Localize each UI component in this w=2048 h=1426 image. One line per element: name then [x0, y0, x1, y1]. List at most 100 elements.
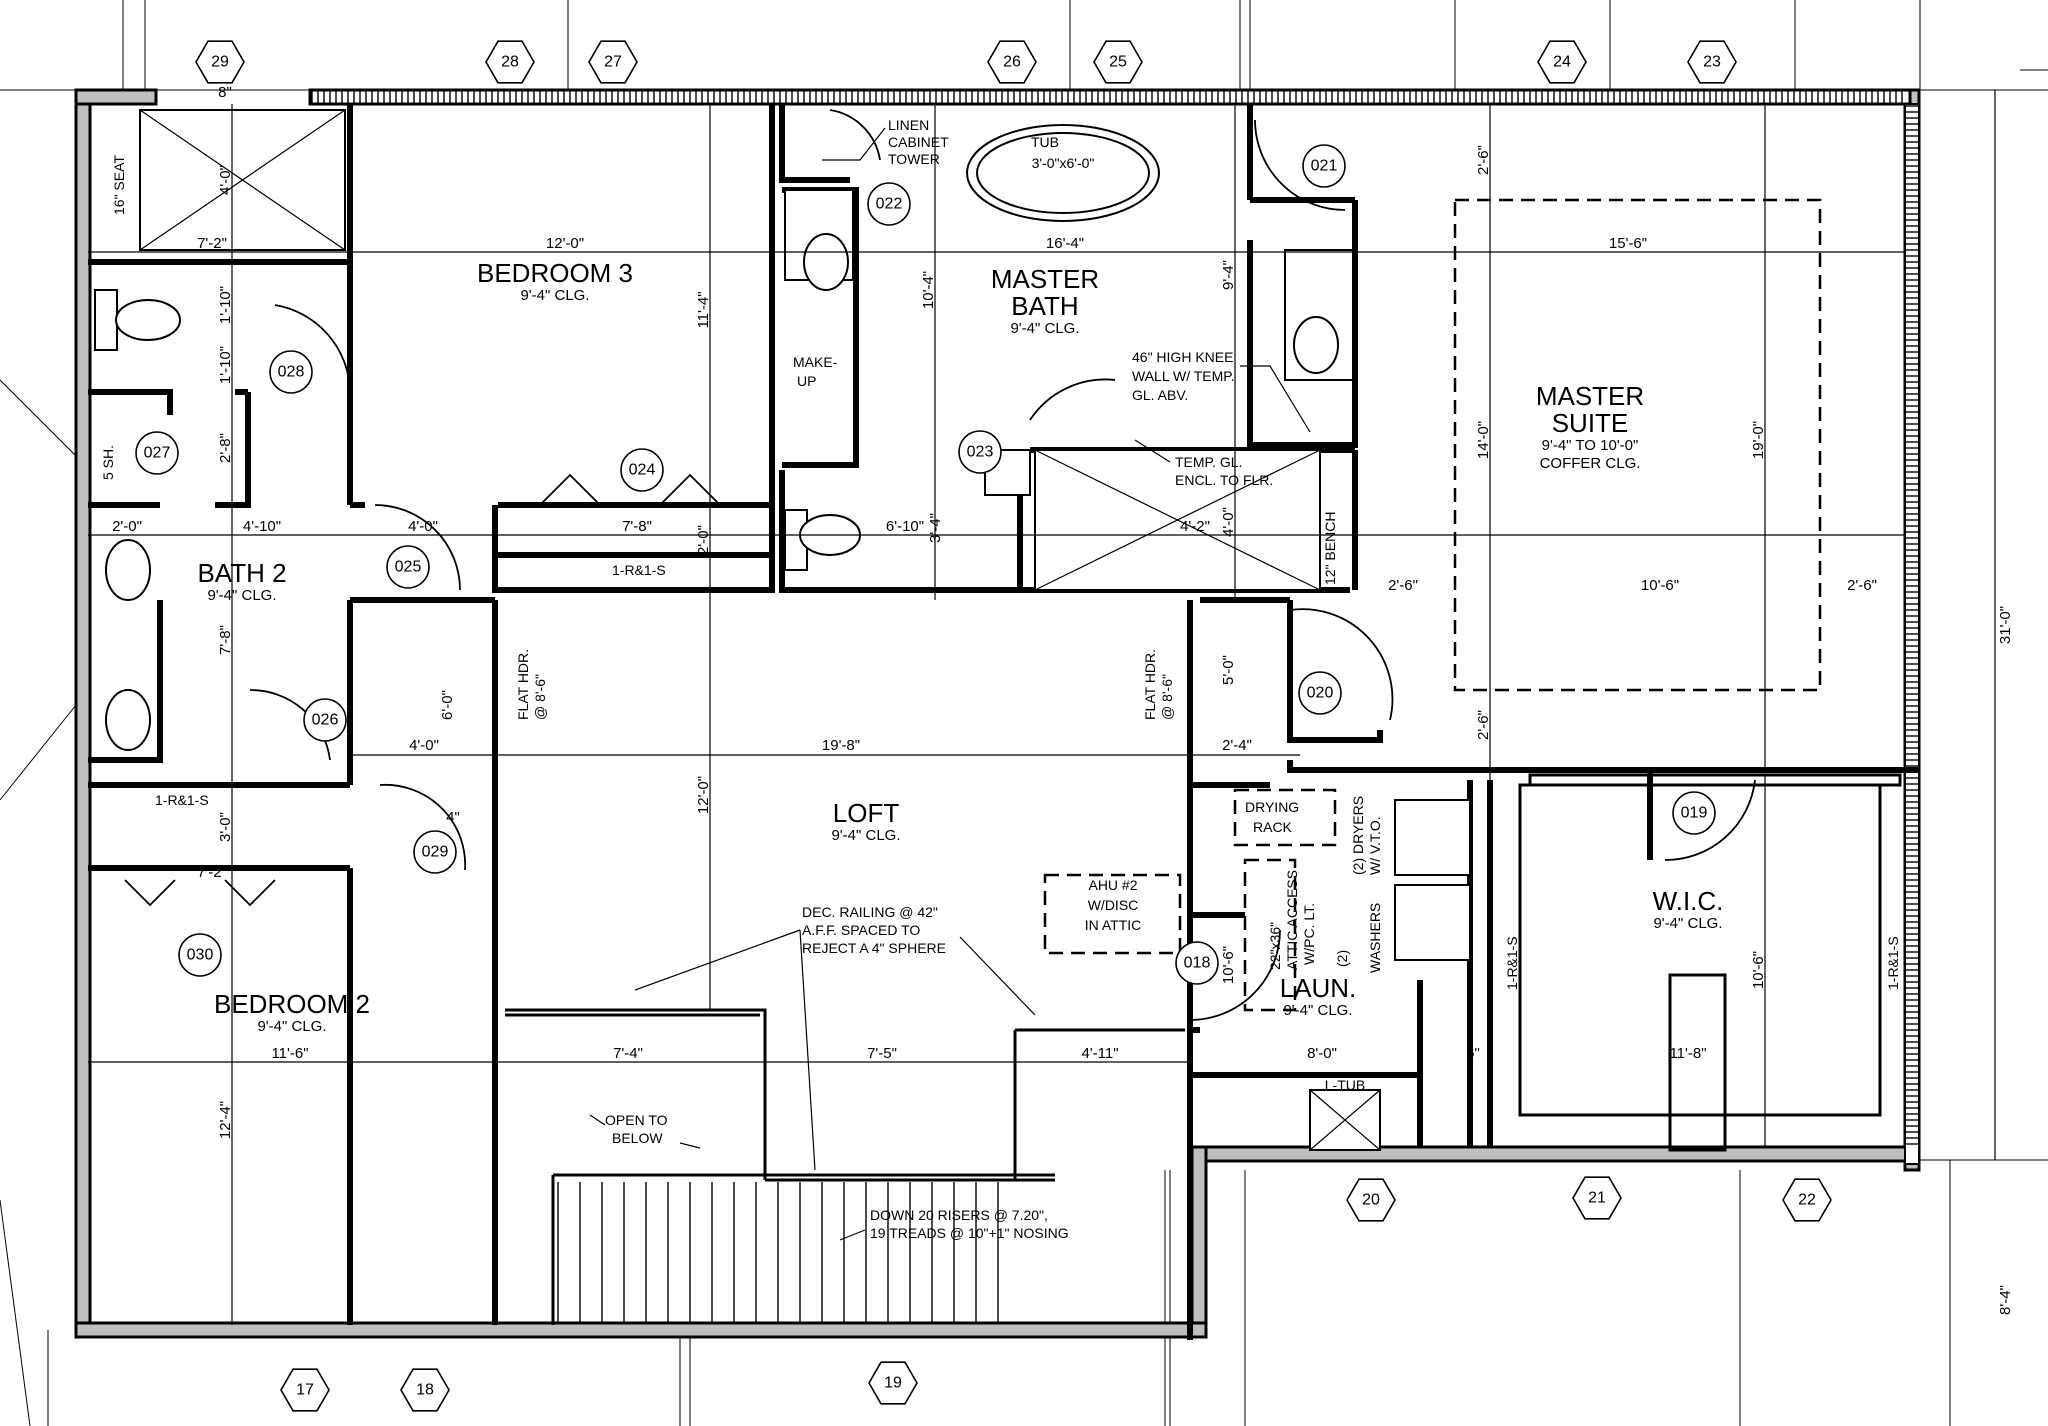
room-bedroom3-clg: 9'-4" CLG. [520, 287, 589, 304]
dim-8-4: 8'-4" [1997, 1285, 2014, 1315]
note-knee-1: 46" HIGH KNEE [1132, 349, 1233, 365]
dim-7-2-top: 7'-2" [197, 235, 227, 252]
door-tag-020-label: 020 [1307, 685, 1334, 702]
dim-11-4: 11'-4" [695, 291, 712, 328]
door-tag-026 [303, 698, 347, 742]
room-bath2-name: BATH 2 [197, 558, 286, 588]
grid-tag-hexagon [195, 40, 245, 84]
dim-2-4: 2'-4" [1222, 737, 1252, 754]
door-tag-025-label: 025 [395, 559, 422, 576]
dim-11-6: 11'-6" [271, 1045, 308, 1062]
room-bedroom3-name: BEDROOM 3 [477, 258, 633, 288]
note-temp-2: ENCL. TO FLR. [1175, 472, 1273, 488]
dim-9-4: 9'-4" [1220, 260, 1237, 290]
grid-tag-hexagon [588, 40, 638, 84]
note-temp-1: TEMP. GL. [1175, 454, 1242, 470]
note-bench: 12" BENCH [1322, 512, 1338, 585]
dim-12-4: 12'-4" [217, 1101, 234, 1139]
dim-2-6-mid: 2'-6" [1388, 577, 1418, 594]
grid-tag-label: 17 [296, 1382, 314, 1399]
dim-31-0: 31'-0" [1997, 606, 2014, 644]
dim-2-6-low: 2'-6" [1475, 710, 1492, 740]
dim-2-0-v: 2'-0" [695, 525, 712, 555]
door-tag-020 [1298, 671, 1342, 715]
note-tub-1: TUB [1031, 134, 1059, 150]
note-ahu-2: W/DISC [1088, 897, 1139, 913]
note-5sh: 5 SH. [100, 445, 116, 480]
grid-tag-label: 20 [1362, 1192, 1380, 1209]
note-flat-hdr-2b: @ 8'-6" [1159, 674, 1175, 720]
wall-hatching [311, 91, 1918, 1145]
note-ltub: L-TUB [1325, 1077, 1365, 1093]
grid-tag-label: 21 [1588, 1190, 1606, 1207]
dim-12-0: 12'-0" [546, 235, 584, 252]
door-tag-028-label: 028 [278, 364, 305, 381]
door-tag-022 [867, 182, 911, 226]
note-washers-2: WASHERS [1367, 903, 1383, 973]
dim-15-6: 15'-6" [1609, 235, 1647, 252]
dim-7-8-h: 7'-8" [622, 518, 652, 535]
dim-2-6-top: 2'-6" [1475, 145, 1492, 175]
room-master-bath-line1: MASTER [991, 264, 1099, 294]
door-swings [124, 109, 1756, 1021]
dim-4-10: 4'-10" [243, 518, 281, 535]
grid-tag-hexagon [1687, 40, 1737, 84]
note-flat-hdr-2a: FLAT HDR. [1142, 649, 1158, 720]
note-attic-2: ATTIC ACCESS [1284, 870, 1300, 970]
grid-tag-hexagon [485, 40, 535, 84]
note-railing-3: REJECT A 4" SPHERE [802, 940, 946, 956]
note-dryers-1: (2) DRYERS [1350, 796, 1366, 875]
dim-4-0-b: 4'-0" [409, 737, 439, 754]
dimension-labels: 7'-2" 12'-0" 16'-4" 15'-6" 2'-0" 4'-10" … [112, 84, 1877, 1062]
leader-lines [589, 127, 1311, 1241]
dim-3-0: 3'-0" [217, 812, 234, 842]
door-tag-029 [413, 830, 457, 874]
dim-1-10-a: 1'-10" [217, 286, 234, 324]
dim-4-0-shower: 4'-0" [217, 165, 234, 195]
note-knee-2: WALL W/ TEMP. [1132, 368, 1235, 384]
dim-4-11: 4'-11" [1081, 1045, 1118, 1062]
room-master-suite-clg2: COFFER CLG. [1540, 455, 1641, 472]
note-rs-4: 1-R&1-S [1885, 936, 1901, 990]
dim-16-4: 16'-4" [1046, 235, 1084, 252]
room-loft-name: LOFT [833, 798, 900, 828]
grid-tag-label: 22 [1798, 1192, 1816, 1209]
room-bedroom2-name: BEDROOM 2 [214, 989, 370, 1019]
grid-tag-hexagon [868, 1361, 918, 1405]
note-railing-1: DEC. RAILING @ 42" [802, 904, 938, 920]
note-seat: 16" SEAT [111, 155, 127, 215]
dim-2-0: 2'-0" [112, 518, 142, 535]
grid-tag-hexagon [400, 1368, 450, 1412]
grid-tag-label: 29 [211, 54, 229, 71]
room-bedroom2-clg: 9'-4" CLG. [257, 1018, 326, 1035]
grid-tag-label: 27 [604, 54, 622, 71]
plan-notes: 16" SEAT LINEN CABINET TOWER TUB 3'-0"x6… [100, 117, 1901, 1241]
dimension-labels-vertical: 2'-6" 4'-0" 1'-10" 1'-10" 2'-8" 11'-4" 1… [217, 145, 2014, 1315]
door-tag-022-label: 022 [876, 196, 903, 213]
note-stairs-1: DOWN 20 RISERS @ 7.20", [870, 1207, 1048, 1223]
note-washers-1: (2) [1334, 950, 1350, 967]
note-drying-2: RACK [1253, 819, 1293, 835]
grid-tag-hexagon [1537, 40, 1587, 84]
room-bath2-clg: 9'-4" CLG. [207, 587, 276, 604]
grid-tag-label: 26 [1003, 54, 1021, 71]
note-open-1: OPEN TO [605, 1112, 668, 1128]
note-tub-2: 3'-0"x6'-0" [1032, 155, 1095, 171]
dim-4-0-a: 4'-0" [408, 518, 438, 535]
grid-tag-hexagon [1093, 40, 1143, 84]
room-wic-clg: 9'-4" CLG. [1653, 915, 1722, 932]
grid-tag-label: 28 [501, 54, 519, 71]
note-makeup-1: MAKE- [793, 354, 838, 370]
note-railing-2: A.F.F. SPACED TO [802, 922, 920, 938]
note-rs-1: 1-R&1-S [612, 562, 666, 578]
dim-14-0: 14'-0" [1475, 421, 1492, 459]
door-tag-023 [958, 430, 1002, 474]
dim-7-8-v: 7'-8" [217, 625, 234, 655]
dim-2-6-right: 2'-6" [1847, 577, 1877, 594]
grid-tag-label: 24 [1553, 54, 1571, 71]
dim-19-8: 19'-8" [822, 737, 860, 754]
note-linen-3: TOWER [888, 151, 940, 167]
note-rs-3: 1-R&1-S [1504, 936, 1520, 990]
dim-7-5: 7'-5" [867, 1045, 897, 1062]
